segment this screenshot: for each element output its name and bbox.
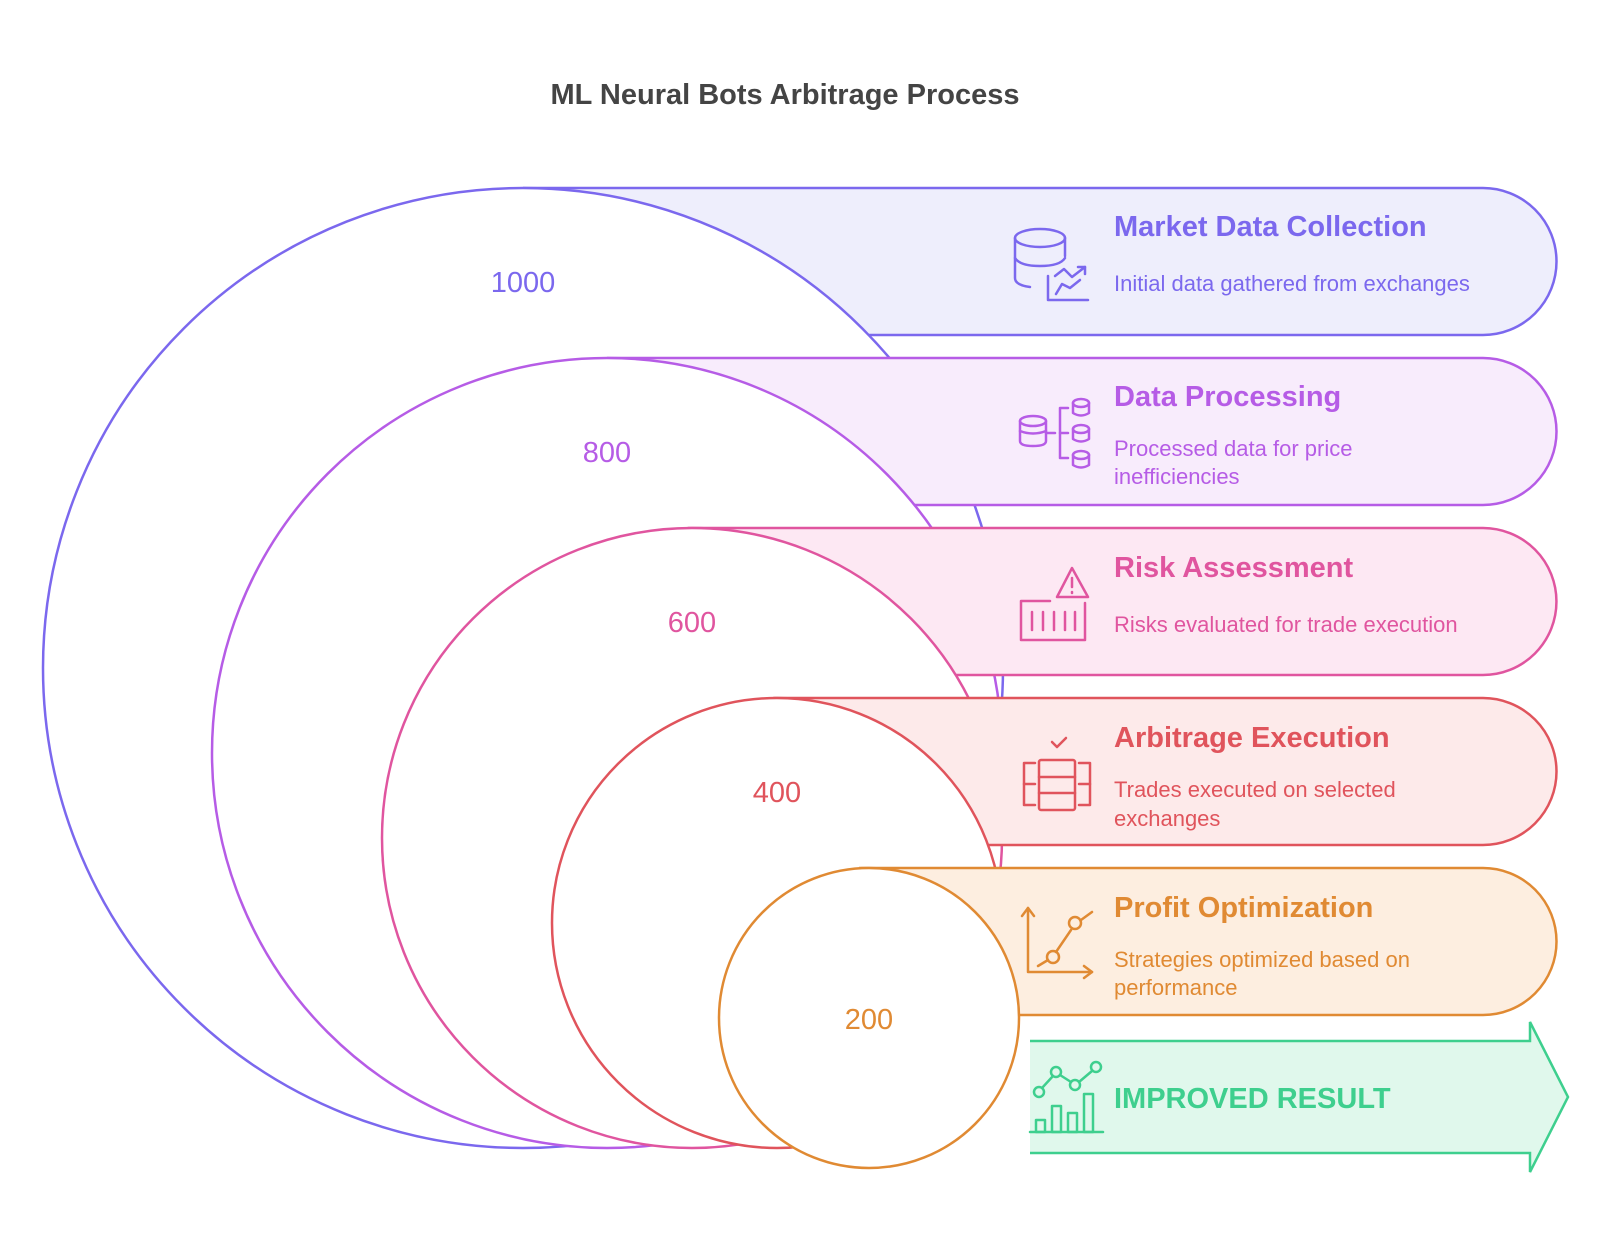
server-check-icon bbox=[1022, 736, 1092, 812]
database-chart-icon bbox=[1013, 227, 1090, 302]
stage-profit-optimization: 200 Profit Optimization Strategies optim… bbox=[717, 866, 1558, 1170]
stage-description-line-2: inefficiencies bbox=[1114, 464, 1240, 489]
stage-count: 800 bbox=[583, 437, 631, 469]
stage-band bbox=[858, 866, 1558, 1017]
stage-title: Profit Optimization bbox=[1114, 892, 1373, 924]
stage-count: 400 bbox=[753, 777, 801, 809]
stage-description-line-1: Trades executed on selected bbox=[1114, 777, 1396, 802]
stage-description-line-1: Strategies optimized based on bbox=[1114, 947, 1410, 972]
stage-count: 1000 bbox=[491, 267, 556, 299]
stage-circle bbox=[717, 866, 1021, 1170]
stage-title: Risk Assessment bbox=[1114, 552, 1353, 584]
result-label: IMPROVED RESULT bbox=[1114, 1083, 1391, 1115]
stage-description-line-1: Processed data for price bbox=[1114, 436, 1352, 461]
result-arrow bbox=[1030, 1021, 1570, 1173]
growth-graph-icon bbox=[1020, 906, 1094, 980]
data-branch-icon bbox=[1018, 397, 1091, 469]
stage-title: Data Processing bbox=[1114, 381, 1341, 413]
stage-count: 200 bbox=[845, 1004, 893, 1036]
stage-title: Arbitrage Execution bbox=[1114, 722, 1390, 754]
stage-description: Initial data gathered from exchanges bbox=[1114, 271, 1470, 296]
warning-meter-icon bbox=[1019, 566, 1090, 642]
line-bar-chart-icon bbox=[1028, 1060, 1105, 1134]
diagram-title: ML Neural Bots Arbitrage Process bbox=[551, 79, 1020, 111]
stage-description-line-2: performance bbox=[1114, 975, 1238, 1000]
improved-result: IMPROVED RESULT bbox=[1028, 1021, 1570, 1173]
stage-count: 600 bbox=[668, 607, 716, 639]
stage-description-line-2: exchanges bbox=[1114, 806, 1220, 831]
stage-title: Market Data Collection bbox=[1114, 211, 1427, 243]
stage-description: Risks evaluated for trade execution bbox=[1114, 612, 1458, 637]
